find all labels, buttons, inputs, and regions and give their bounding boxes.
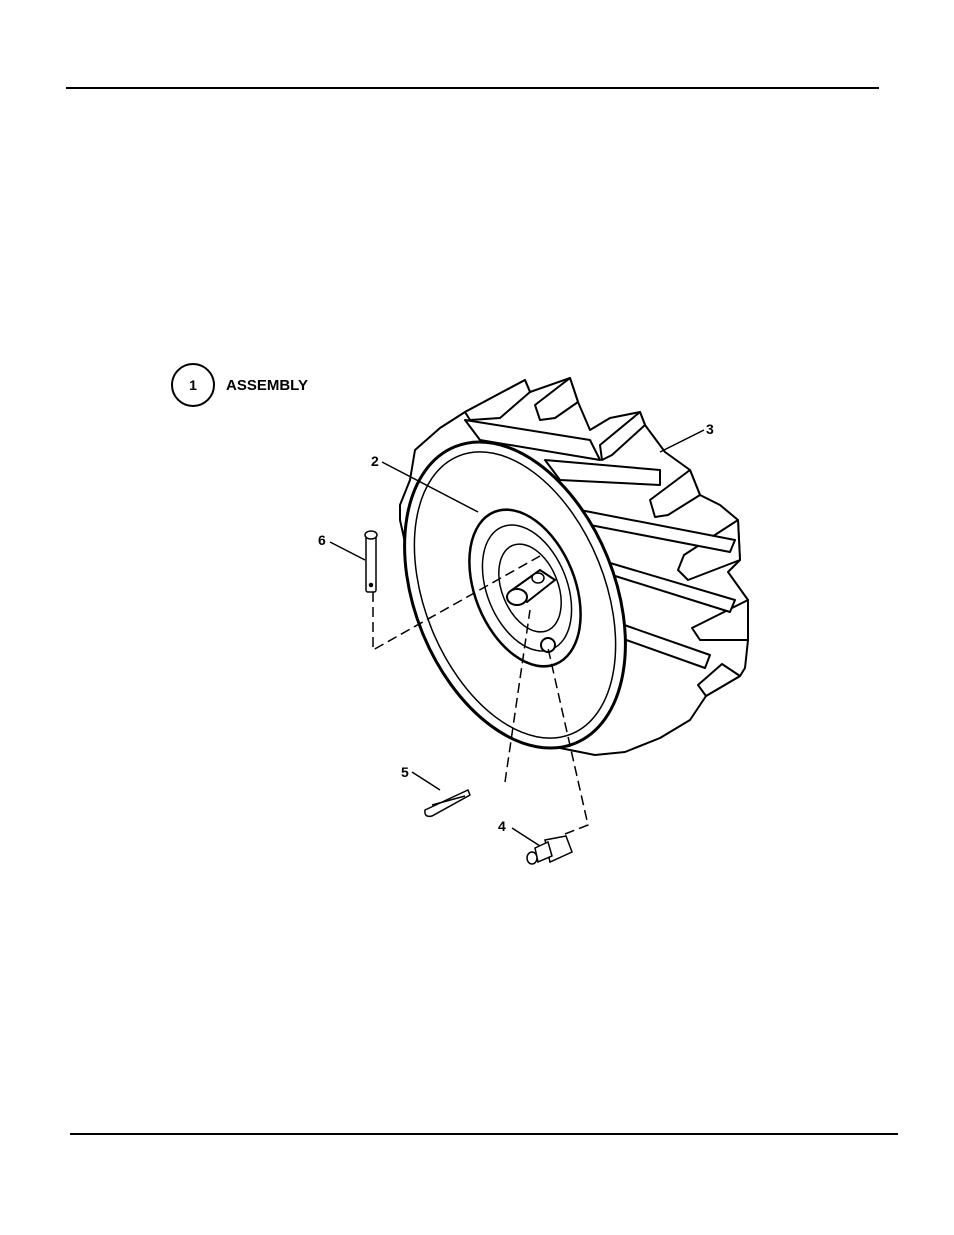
callout-3: 3 <box>706 421 714 437</box>
callout-2: 2 <box>371 453 379 469</box>
fitting-icon <box>527 836 572 864</box>
cotter-pin-icon <box>425 790 470 816</box>
callout-5: 5 <box>401 764 409 780</box>
assembly-title: 1 ASSEMBLY <box>172 364 308 406</box>
callout-4: 4 <box>498 818 506 834</box>
callout-6: 6 <box>318 532 326 548</box>
clevis-pin-icon <box>365 531 377 592</box>
assembly-label: ASSEMBLY <box>226 377 308 394</box>
figure-number: 1 <box>189 377 197 393</box>
